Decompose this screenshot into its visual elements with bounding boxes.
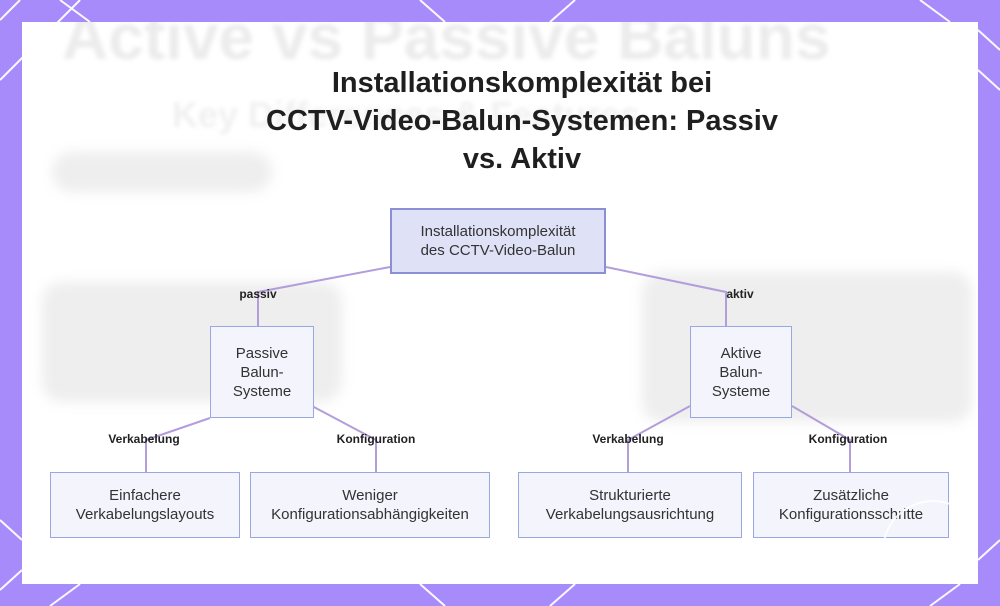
edge-label-verkabelung-left: Verkabelung <box>108 432 180 446</box>
node-structured-wiring-alignment: Strukturierte Verkabelungsausrichtung <box>518 472 742 538</box>
node-passive-balun-systems: Passive Balun- Systeme <box>210 326 314 418</box>
diagram-card: Active vs Passive Baluns Key Differences… <box>22 22 978 584</box>
node-root: Installationskomplexität des CCTV-Video-… <box>390 208 606 274</box>
node-fewer-config-dependencies: Weniger Konfigurationsabhängigkeiten <box>250 472 490 538</box>
watermark-badge <box>882 500 978 584</box>
connector-lines <box>145 266 851 472</box>
link-passive-config <box>311 405 377 472</box>
node-active-balun-systems: Aktive Balun- Systeme <box>690 326 792 418</box>
link-passive-wiring <box>145 417 211 472</box>
edge-label-passiv: passiv <box>239 287 277 301</box>
background-blur-shape <box>52 152 272 192</box>
diagram-title: Installationskomplexität bei CCTV-Video-… <box>266 67 778 175</box>
link-active-wiring <box>627 405 691 472</box>
edge-label-aktiv: aktiv <box>726 287 754 301</box>
edge-label-konfiguration-right: Konfiguration <box>808 432 888 446</box>
edge-label-konfiguration-left: Konfiguration <box>336 432 416 446</box>
background-watermark-title: Active vs Passive Baluns <box>62 22 831 73</box>
link-active-config <box>791 405 851 472</box>
link-root-passive <box>257 266 391 326</box>
link-root-active <box>605 266 727 326</box>
node-simpler-wiring-layouts: Einfachere Verkabelungslayouts <box>50 472 240 538</box>
background-watermark-subtitle: Key Differences & Features <box>172 94 641 135</box>
edge-label-verkabelung-right: Verkabelung <box>592 432 664 446</box>
